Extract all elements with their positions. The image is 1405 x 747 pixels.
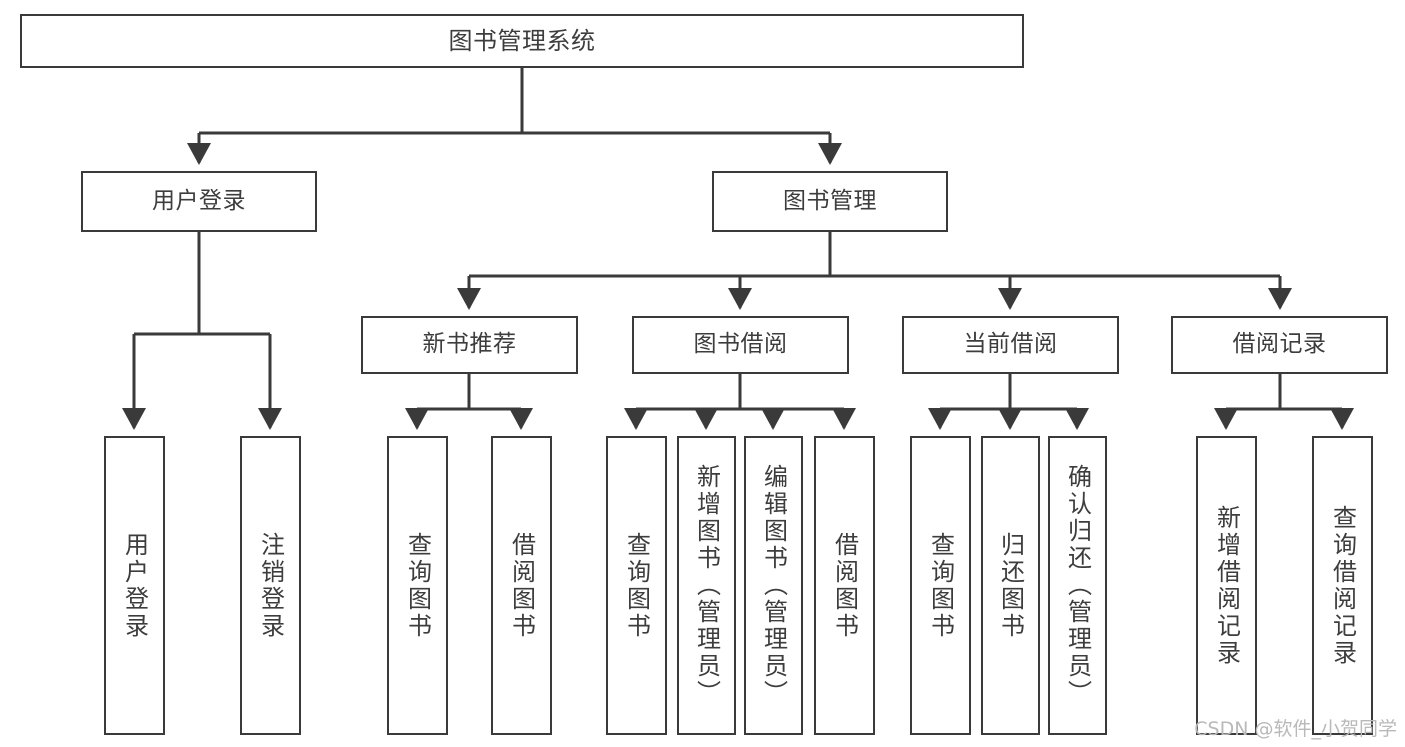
- node-root-system[interactable]: 图书管理系统: [20, 14, 1024, 68]
- node-new-book-recommend[interactable]: 新书推荐: [361, 316, 578, 374]
- leaf-new-book-borrow[interactable]: 借阅图书: [491, 436, 552, 735]
- node-label: 新增借阅记录: [1212, 504, 1241, 667]
- node-label: 用户登录: [152, 187, 246, 214]
- leaf-user-login-signout[interactable]: 注销登录: [240, 436, 301, 735]
- node-borrow-record[interactable]: 借阅记录: [1171, 316, 1388, 374]
- node-label: 当前借阅: [963, 331, 1058, 358]
- leaf-borrow-borrow-book[interactable]: 借阅图书: [814, 436, 875, 735]
- leaf-record-add[interactable]: 新增借阅记录: [1196, 436, 1257, 735]
- node-book-management[interactable]: 图书管理: [712, 171, 948, 232]
- node-label: 新增图书（管理员）: [692, 464, 721, 707]
- node-current-borrow[interactable]: 当前借阅: [902, 316, 1119, 374]
- node-label: 借阅图书: [830, 531, 859, 640]
- node-label: 查询图书: [926, 531, 955, 640]
- node-label: 编辑图书（管理员）: [759, 464, 788, 707]
- node-label: 图书管理系统: [448, 26, 596, 55]
- node-label: 查询图书: [403, 531, 432, 640]
- node-label: 查询借阅记录: [1328, 504, 1357, 667]
- leaf-borrow-add-book-admin[interactable]: 新增图书（管理员）: [677, 436, 736, 735]
- leaf-current-return-book[interactable]: 归还图书: [981, 436, 1040, 735]
- leaf-user-login-signin[interactable]: 用户登录: [104, 436, 165, 735]
- leaf-current-query-book[interactable]: 查询图书: [910, 436, 971, 735]
- leaf-borrow-query-book[interactable]: 查询图书: [606, 436, 667, 735]
- csdn-watermark: CSDN @软件_小贺同学: [1194, 718, 1397, 740]
- leaf-record-query[interactable]: 查询借阅记录: [1312, 436, 1373, 735]
- node-label: 新书推荐: [422, 331, 517, 358]
- node-label: 确认归还（管理员）: [1063, 464, 1092, 707]
- node-label: 图书管理: [783, 187, 877, 214]
- leaf-borrow-edit-book-admin[interactable]: 编辑图书（管理员）: [744, 436, 803, 735]
- node-user-login[interactable]: 用户登录: [81, 171, 317, 232]
- leaf-new-book-query[interactable]: 查询图书: [387, 436, 448, 735]
- node-book-borrow[interactable]: 图书借阅: [632, 316, 849, 374]
- node-label: 图书借阅: [693, 331, 788, 358]
- node-label: 注销登录: [256, 531, 285, 640]
- leaf-current-confirm-return-admin[interactable]: 确认归还（管理员）: [1048, 436, 1107, 735]
- node-label: 归还图书: [996, 531, 1025, 640]
- node-label: 借阅图书: [507, 531, 536, 640]
- node-label: 用户登录: [120, 531, 149, 640]
- node-label: 查询图书: [622, 531, 651, 640]
- node-label: 借阅记录: [1232, 331, 1327, 358]
